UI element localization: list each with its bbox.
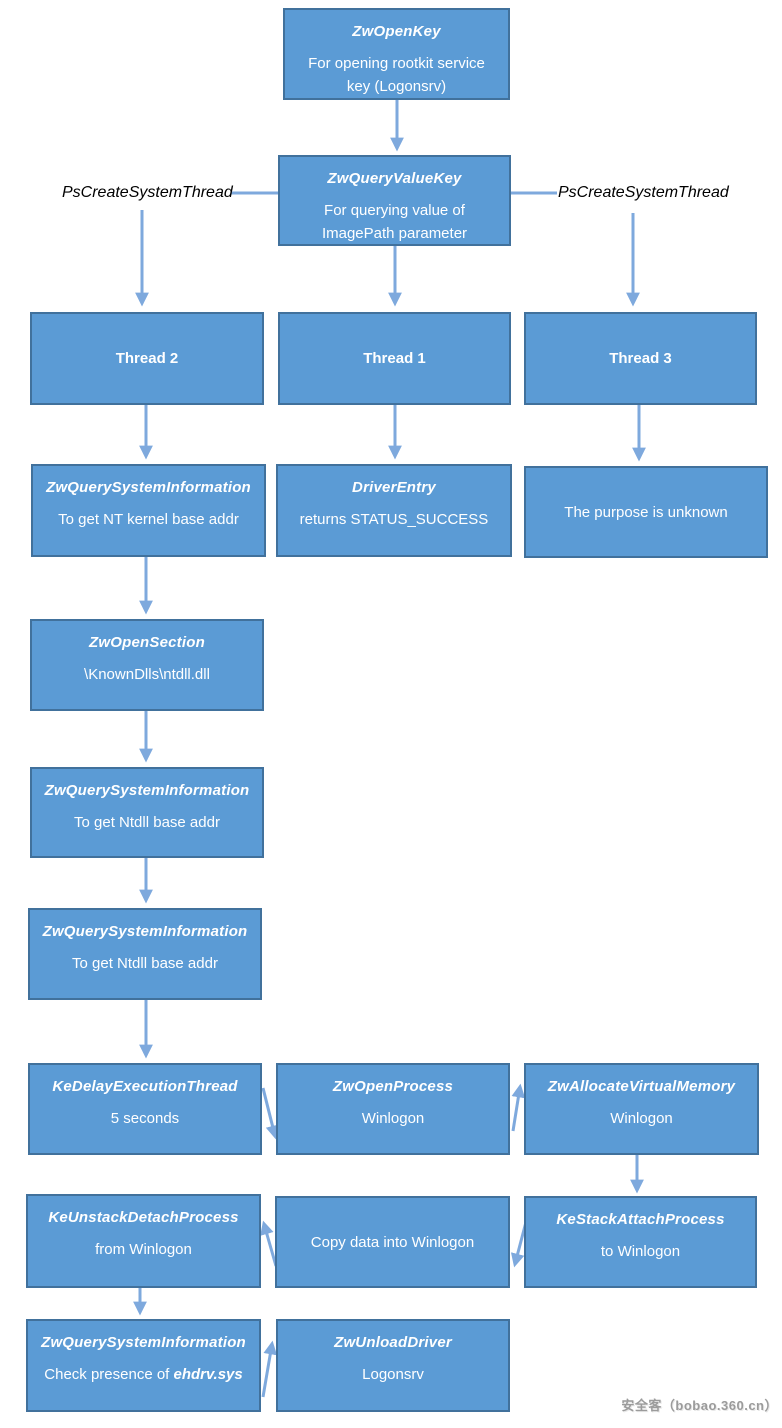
node-zwopenkey: ZwOpenKey For opening rootkit service ke… [283, 8, 510, 100]
node-kedelayexecutionthread: KeDelayExecutionThread 5 seconds [28, 1063, 262, 1155]
label-pscreatesystemthread-left: PsCreateSystemThread [62, 184, 233, 201]
node-body: from Winlogon [95, 1241, 192, 1258]
node-body-text: Check presence of [44, 1366, 174, 1383]
node-title: KeStackAttachProcess [556, 1211, 725, 1228]
node-title: Thread 3 [609, 350, 672, 367]
node-body: To get NT kernel base addr [58, 511, 239, 528]
node-zwqsi-ntdll-1: ZwQuerySystemInformation To get Ntdll ba… [30, 767, 264, 858]
label-pscreatesystemthread-right: PsCreateSystemThread [558, 184, 729, 201]
node-title: ZwOpenKey [352, 23, 441, 40]
node-title: Thread 1 [363, 350, 426, 367]
node-thread1: Thread 1 [278, 312, 511, 405]
arrow-kedelay-zwopenprocess [261, 1087, 280, 1140]
node-body: The purpose is unknown [564, 503, 728, 521]
node-title: DriverEntry [352, 479, 436, 496]
node-body: Copy data into Winlogon [310, 1233, 475, 1251]
node-body: To get Ntdll base addr [72, 955, 218, 972]
node-title: ZwQuerySystemInformation [46, 479, 251, 496]
node-title: Thread 2 [115, 350, 179, 367]
node-body: 5 seconds [110, 1110, 180, 1127]
node-title: KeDelayExecutionThread [52, 1078, 238, 1095]
node-body: For querying value of ImagePath paramete… [321, 202, 468, 242]
arrow-zwqsi4-zwunload [261, 1340, 278, 1398]
node-zwqsi-ehdrv: ZwQuerySystemInformation Check presence … [26, 1319, 261, 1412]
node-title: ZwQuerySystemInformation [41, 1334, 246, 1351]
node-thread3: Thread 3 [524, 312, 757, 405]
node-zwqsi-ntdll-2: ZwQuerySystemInformation To get Ntdll ba… [28, 908, 262, 1000]
node-title: ZwOpenSection [89, 634, 205, 651]
node-title: ZwAllocateVirtualMemory [547, 1078, 736, 1095]
node-driverentry: DriverEntry returns STATUS_SUCCESS [276, 464, 512, 557]
node-title: ZwQuerySystemInformation [42, 923, 248, 940]
node-zwopensection: ZwOpenSection \KnownDlls\ntdll.dll [30, 619, 264, 711]
node-zwqueryvaluekey: ZwQueryValueKey For querying value of Im… [278, 155, 511, 246]
node-title: ZwQuerySystemInformation [44, 782, 250, 799]
node-body: returns STATUS_SUCCESS [299, 511, 489, 528]
node-zwqsi-ntkernel: ZwQuerySystemInformation To get NT kerne… [31, 464, 266, 557]
node-title: ZwQueryValueKey [327, 170, 462, 187]
node-title: ZwOpenProcess [332, 1078, 454, 1095]
node-thread2: Thread 2 [30, 312, 264, 405]
node-purpose-unknown: The purpose is unknown [524, 466, 768, 558]
node-body: Winlogon [610, 1110, 673, 1127]
node-body: To get Ntdll base addr [74, 814, 220, 831]
node-kestackattachprocess: KeStackAttachProcess to Winlogon [524, 1196, 757, 1288]
node-title: KeUnstackDetachProcess [48, 1209, 239, 1226]
node-body: Check presence of ehdrv.sys [34, 1363, 252, 1386]
node-body: Logonsrv [362, 1366, 424, 1383]
node-title: ZwUnloadDriver [334, 1334, 452, 1351]
node-body: \KnownDlls\ntdll.dll [84, 666, 210, 683]
watermark-text: 安全客（bobao.360.cn） [621, 1398, 778, 1413]
node-copy-data: Copy data into Winlogon [275, 1196, 510, 1288]
node-body-emphasis: ehdrv.sys [173, 1366, 243, 1383]
node-body: For opening rootkit service key (Logonsr… [308, 55, 485, 95]
node-zwopenprocess: ZwOpenProcess Winlogon [276, 1063, 510, 1155]
node-body: to Winlogon [600, 1243, 681, 1260]
node-zwallocatevirtualmemory: ZwAllocateVirtualMemory Winlogon [524, 1063, 759, 1155]
node-body: Winlogon [361, 1110, 425, 1127]
node-keunstackdetachprocess: KeUnstackDetachProcess from Winlogon [26, 1194, 261, 1288]
arrow-zwopenprocess-zwallocvm [511, 1083, 526, 1132]
node-zwunloaddriver: ZwUnloadDriver Logonsrv [276, 1319, 510, 1412]
